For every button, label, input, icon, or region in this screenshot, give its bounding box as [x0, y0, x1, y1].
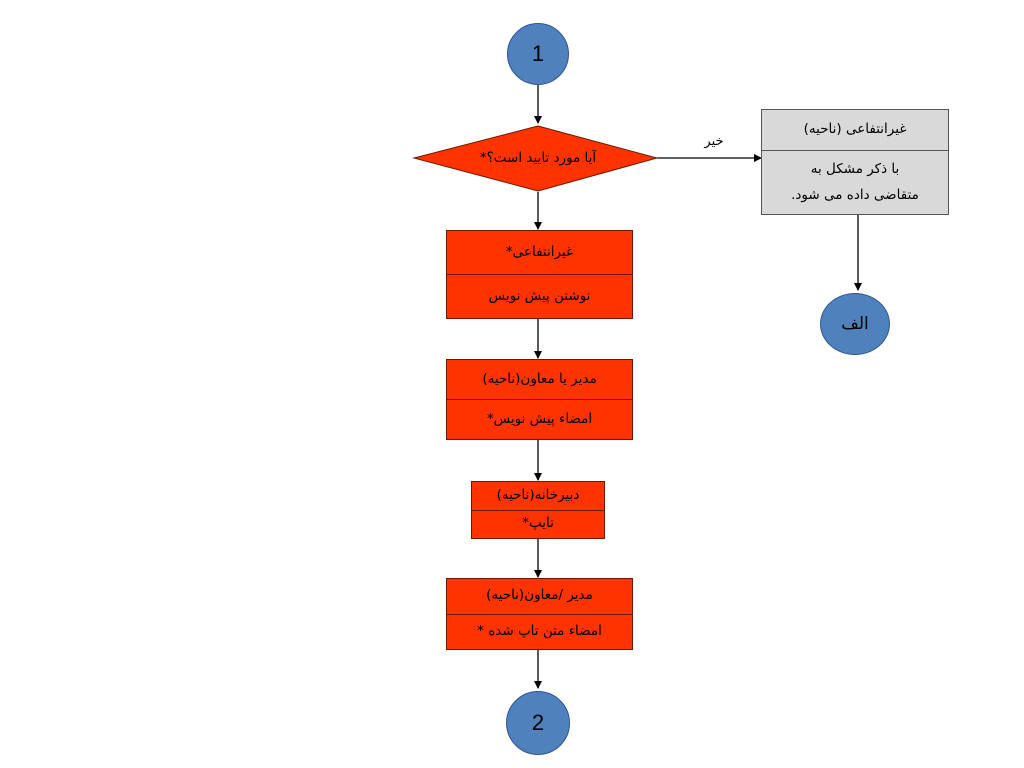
step-4-header: مدیر /معاون(ناحیه) — [486, 587, 593, 604]
reject-line-2: متقاضی داده می شود. — [791, 186, 919, 203]
step-sign-draft: مدیر یا معاون(ناحیه) امضاء پیش نویس* — [446, 359, 633, 440]
step-1-body: نوشتن پیش نویس — [447, 274, 632, 318]
decision-diamond — [412, 125, 659, 192]
step-write-draft: غیرانتفاعی* نوشتن پیش نویس — [446, 230, 633, 319]
reject-box-body: با ذکر مشکل به متقاضی داده می شود. — [762, 150, 948, 214]
step-1-header: غیرانتفاعی* — [505, 243, 574, 260]
step-3-body: تایپ* — [472, 509, 604, 539]
reject-box: غیرانتفاعی (ناحیه) با ذکر مشکل به متقاضی… — [761, 109, 949, 215]
step-2-body: امضاء پیش نویس* — [447, 399, 632, 439]
no-label: خیر — [704, 134, 724, 149]
start-connector: 1 — [507, 23, 569, 85]
end-connector: 2 — [506, 691, 570, 755]
reject-box-header: غیرانتفاعی (ناحیه) — [762, 110, 948, 150]
reject-header-text: غیرانتفاعی (ناحیه) — [803, 121, 907, 138]
step-sign-typed: مدیر /معاون(ناحیه) امضاء متن تاپ شده * — [446, 578, 633, 650]
step-typing: دبیرخانه(ناحیه) تایپ* — [471, 481, 605, 539]
reject-line-1: با ذکر مشکل به — [810, 160, 900, 177]
step-4-body: امضاء متن تاپ شده * — [447, 613, 632, 650]
step-2-header: مدیر یا معاون(ناحیه) — [482, 370, 597, 387]
step-3-header: دبیرخانه(ناحیه) — [496, 486, 580, 503]
reject-connector: الف — [820, 293, 890, 355]
decision-text: آیا مورد تایید است؟* — [479, 150, 597, 166]
